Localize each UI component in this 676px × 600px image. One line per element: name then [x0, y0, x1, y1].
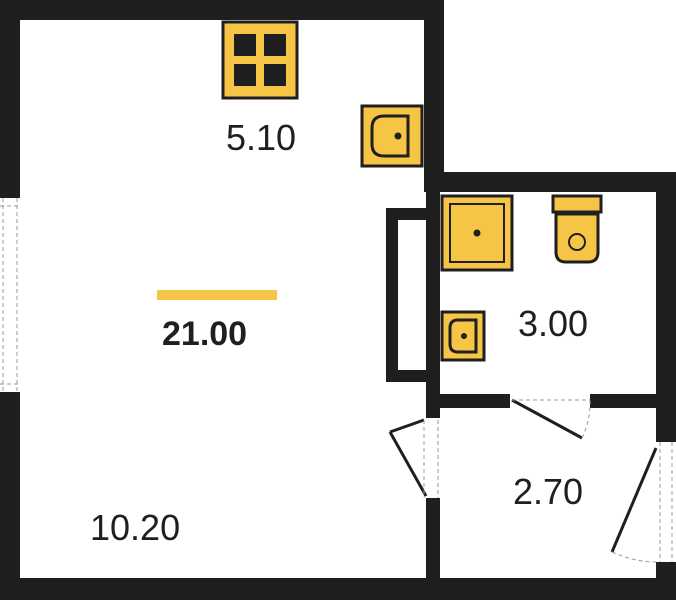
total-area-label: 21.00 [162, 315, 247, 353]
total-area-accent-bar [157, 290, 277, 300]
wall-main-right-upper [424, 0, 444, 192]
wall-partition-upper [426, 172, 440, 418]
wall-left-upper [0, 0, 20, 198]
niche-left [386, 208, 398, 382]
toilet-icon [551, 194, 603, 264]
room-area-bathroom: 3.00 [518, 303, 588, 344]
stove-icon [221, 20, 299, 100]
wall-left-lower [0, 392, 20, 600]
room-area-living: 10.20 [90, 507, 180, 548]
bathroom-sink-icon [440, 310, 486, 362]
wall-right-lower [656, 562, 676, 600]
room-area-kitchen: 5.10 [226, 117, 296, 158]
wall-bath-top [426, 172, 676, 192]
wall-top [0, 0, 444, 20]
door-main-room [388, 418, 439, 498]
wall-bath-hall-right [590, 394, 676, 408]
wall-right-upper [656, 172, 676, 442]
niche-bottom [386, 370, 428, 382]
wall-bottom [0, 578, 676, 600]
shower-tray-icon [440, 194, 514, 272]
wall-bath-hall-left [426, 394, 510, 408]
window-left [0, 198, 20, 392]
wall-partition-lower [426, 498, 440, 580]
door-entrance [610, 442, 673, 563]
door-bathroom [511, 398, 591, 440]
kitchen-sink-icon [360, 104, 424, 168]
room-area-hallway: 2.70 [513, 471, 583, 512]
